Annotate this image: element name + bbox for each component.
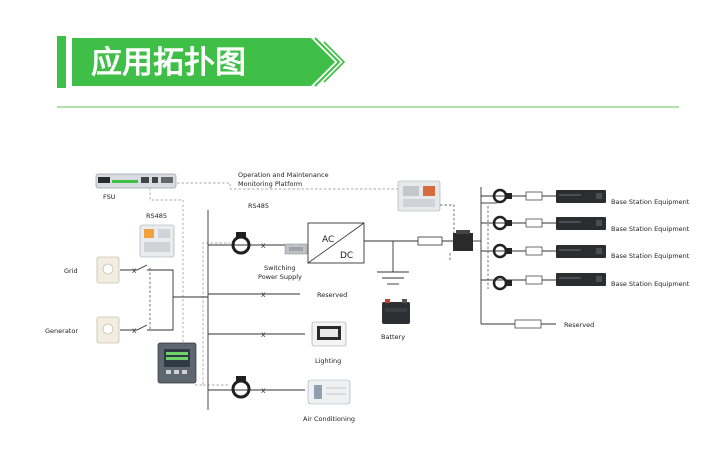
atse-switch-icon	[139, 224, 175, 258]
om-platform-label-1: Operation and Maintenance	[238, 171, 329, 179]
banner-arrow-outline-2	[323, 41, 346, 83]
base-station-unit-icon	[556, 217, 606, 230]
comm-line-fsu-platform	[177, 182, 398, 190]
comm-line-meter-sensor	[440, 204, 455, 238]
rs485-top-label: RS485	[248, 202, 269, 210]
switching-label-2: Power Supply	[258, 273, 302, 281]
switching-power-supply-icon	[284, 243, 308, 255]
current-sensor-icon	[492, 275, 512, 291]
base-station-unit-icon	[556, 190, 606, 203]
ac-dc-diagonal	[307, 222, 365, 264]
reserved-right-label: Reserved	[564, 321, 594, 329]
header-banner: 应用拓扑图	[57, 36, 346, 88]
current-sensor-icon	[231, 376, 251, 399]
dc-meter-icon	[397, 180, 441, 212]
banner-accent-bar	[57, 36, 66, 88]
switch-mark: X	[132, 267, 137, 275]
power-meter-icon	[157, 342, 197, 384]
switch-mark: X	[132, 327, 137, 335]
reserved-left-label: Reserved	[317, 291, 347, 299]
branch-fuse-2	[525, 218, 543, 228]
base-station-label-2: Base Station Equipment	[611, 225, 690, 233]
switch-mark: X	[261, 331, 266, 339]
generator-line	[120, 300, 174, 331]
base-station-unit-icon	[556, 245, 606, 258]
dc-sensor-icon	[453, 230, 473, 251]
fsu-device	[95, 173, 177, 189]
branch-fuse-1	[525, 191, 543, 201]
base-station-label-3: Base Station Equipment	[611, 252, 690, 260]
banner-shape	[72, 38, 335, 86]
switch-mark: X	[261, 291, 266, 299]
air-conditioner-icon	[307, 379, 351, 405]
rs485-left-label: RS485	[146, 212, 167, 220]
switch-mark: X	[261, 387, 266, 395]
current-sensor-icon	[492, 215, 512, 231]
lighting-label: Lighting	[315, 357, 341, 365]
current-sensor-icon	[492, 243, 512, 259]
generator-label: Generator	[45, 327, 78, 335]
base-station-unit-icon	[556, 273, 606, 286]
air-conditioning-label: Air Conditioning	[303, 415, 355, 423]
current-transformer-icon	[96, 316, 120, 344]
branch-fuse-reserved	[514, 319, 542, 329]
current-sensor-icon	[492, 188, 512, 204]
banner-arrow-outline	[314, 37, 341, 87]
fsu-label: FSU	[103, 193, 116, 201]
base-station-label-4: Base Station Equipment	[611, 280, 690, 288]
dc-label: DC	[340, 251, 353, 261]
branch-fuse-3	[525, 246, 543, 256]
dc-fuse	[417, 236, 443, 246]
branch-fuse-4	[525, 275, 543, 285]
grid-label: Grid	[64, 267, 78, 275]
comm-line-fsu-meter	[149, 188, 184, 350]
page-title: 应用拓扑图	[91, 45, 246, 81]
current-transformer-icon	[96, 256, 120, 284]
current-sensor-icon	[231, 232, 251, 255]
light-fixture-icon	[311, 321, 347, 347]
grid-line	[120, 264, 174, 300]
battery-icon	[382, 299, 410, 324]
switching-label-1: Switching	[264, 264, 296, 272]
comm-line-meter-sensors	[195, 242, 230, 386]
battery-label: Battery	[381, 333, 405, 341]
ac-label: AC	[322, 235, 334, 245]
om-platform-label-2: Monitoring Platform	[238, 180, 302, 188]
switch-mark: X	[261, 242, 266, 250]
base-station-label-1: Base Station Equipment	[611, 198, 690, 206]
